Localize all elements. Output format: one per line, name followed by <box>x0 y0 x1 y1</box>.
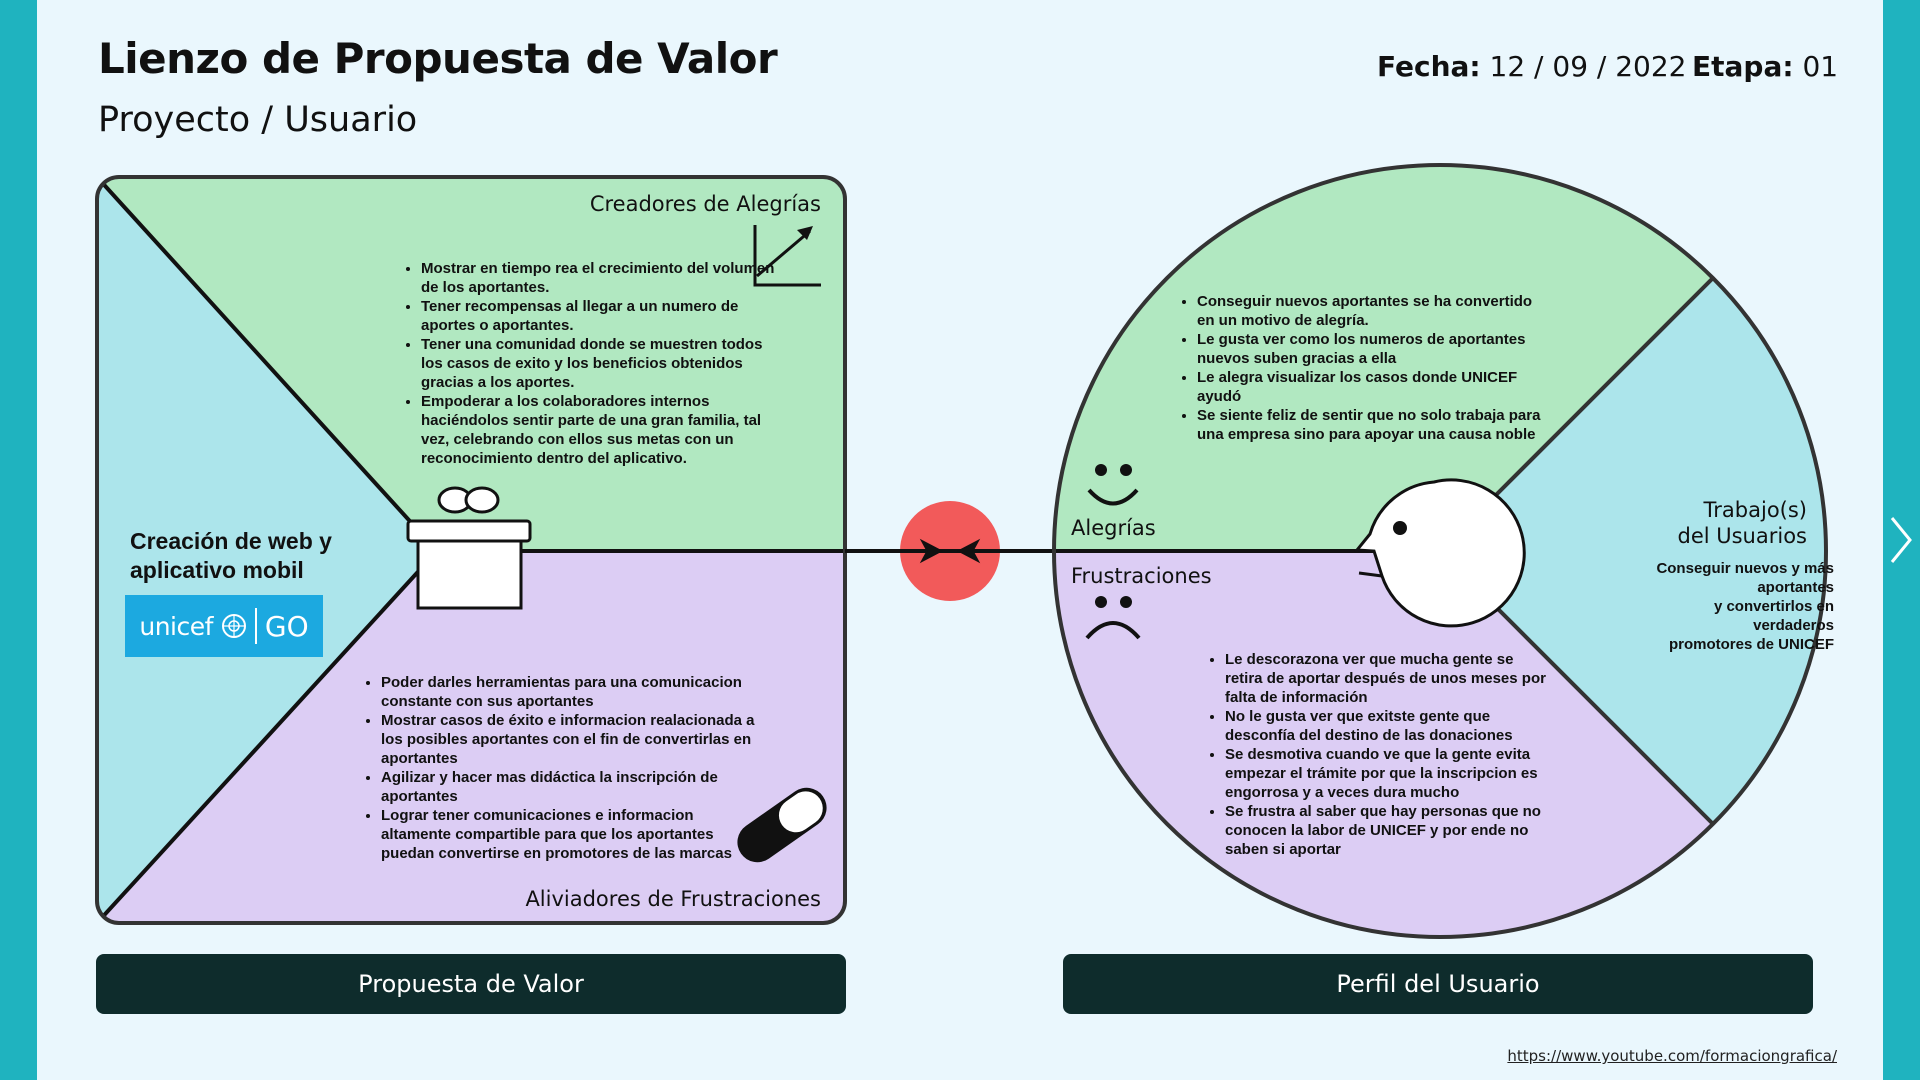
next-slide-chevron-icon[interactable] <box>1886 512 1916 568</box>
bullet-item: Lograr tener comunicaciones e informacio… <box>381 806 765 863</box>
gain-creators-title: Creadores de Alegrías <box>590 192 821 216</box>
gift-icon <box>406 486 532 610</box>
products-area <box>97 177 437 923</box>
bullet-item: Conseguir nuevos aportantes se ha conver… <box>1197 292 1541 330</box>
date-value: 12 / 09 / 2022 <box>1489 50 1687 83</box>
bullet-item: Se desmotiva cuando ve que la gente evit… <box>1225 745 1554 802</box>
growth-chart-icon <box>753 225 821 287</box>
stage-field: Etapa: 01 <box>1692 50 1838 83</box>
jobs-line: aportantes <box>1757 579 1834 596</box>
jobs-title-line1: Trabajo(s) <box>1703 498 1807 522</box>
gains-title: Alegrías <box>1071 516 1156 540</box>
jobs-list: Conseguir nuevos y más aportantes y conv… <box>1537 559 1834 654</box>
logo-word: unicef <box>139 611 213 641</box>
logo-suffix: GO <box>264 609 309 643</box>
pains-list: Le descorazona ver que mucha gente se re… <box>1209 650 1554 859</box>
customer-profile-bar: Perfil del Usuario <box>1063 954 1813 1014</box>
pill-icon <box>737 787 827 863</box>
unicef-go-logo: unicef GO <box>125 595 323 657</box>
fit-arrows-icon <box>900 538 1000 564</box>
stage-label: Etapa: <box>1692 50 1794 83</box>
frown-icon <box>1085 596 1141 640</box>
page-title: Lienzo de Propuesta de Valor <box>98 34 778 83</box>
bullet-item: Se siente feliz de sentir que no solo tr… <box>1197 406 1541 444</box>
pain-relievers-title: Aliviadores de Frustraciones <box>525 887 821 911</box>
pains-title: Frustraciones <box>1071 564 1212 588</box>
smiley-icon <box>1087 464 1139 506</box>
product-name: Creación de web y aplicativo mobil <box>130 528 332 583</box>
bullet-item: Tener una comunidad donde se muestren to… <box>421 335 775 392</box>
bullet-item: Empoderar a los colaboradores internos h… <box>421 392 775 468</box>
pain-relievers-list: Poder darles herramientas para una comun… <box>365 673 765 863</box>
bullet-item: Mostrar casos de éxito e informacion rea… <box>381 711 765 768</box>
bullet-item: Le descorazona ver que mucha gente se re… <box>1225 650 1554 707</box>
value-canvas-diagram: Creadores de Alegrías Aliviadores de Fru… <box>95 163 1828 939</box>
bullet-item: Le gusta ver como los numeros de aportan… <box>1197 330 1541 368</box>
customer-face-icon <box>1353 478 1526 628</box>
date-label: Fecha: <box>1377 50 1481 83</box>
bullet-item: Le alegra visualizar los casos donde UNI… <box>1197 368 1541 406</box>
value-map-square <box>97 177 845 923</box>
date-field: Fecha: 12 / 09 / 2022 <box>1377 50 1687 83</box>
stage-value: 01 <box>1802 50 1839 83</box>
bullet-item: Poder darles herramientas para una comun… <box>381 673 765 711</box>
gain-creators-list: Mostrar en tiempo rea el crecimiento del… <box>405 259 775 468</box>
bullet-item: Se frustra al saber que hay personas que… <box>1225 802 1554 859</box>
bullet-item: Tener recompensas al llegar a un numero … <box>421 297 775 335</box>
value-proposition-bar: Propuesta de Valor <box>96 954 846 1014</box>
bullet-item: Mostrar en tiempo rea el crecimiento del… <box>421 259 775 297</box>
page-subtitle: Proyecto / Usuario <box>98 100 418 140</box>
jobs-line: y convertirlos en <box>1713 598 1834 615</box>
source-link[interactable]: https://www.youtube.com/formaciongrafica… <box>1507 1047 1837 1065</box>
gains-list: Conseguir nuevos aportantes se ha conver… <box>1181 292 1541 444</box>
bullet-item: No le gusta ver que exitste gente que de… <box>1225 707 1554 745</box>
canvas-slide: Lienzo de Propuesta de Valor Proyecto / … <box>37 0 1883 1080</box>
jobs-line: promotores de UNICEF <box>1668 636 1834 653</box>
jobs-title-line2: del Usuarios <box>1677 524 1807 548</box>
jobs-area <box>1440 254 1826 848</box>
bullet-item: Agilizar y hacer mas didáctica la inscri… <box>381 768 765 806</box>
un-emblem-icon <box>221 614 246 638</box>
jobs-line: Conseguir nuevos y más <box>1656 560 1834 577</box>
jobs-line: verdaderos <box>1753 617 1834 634</box>
